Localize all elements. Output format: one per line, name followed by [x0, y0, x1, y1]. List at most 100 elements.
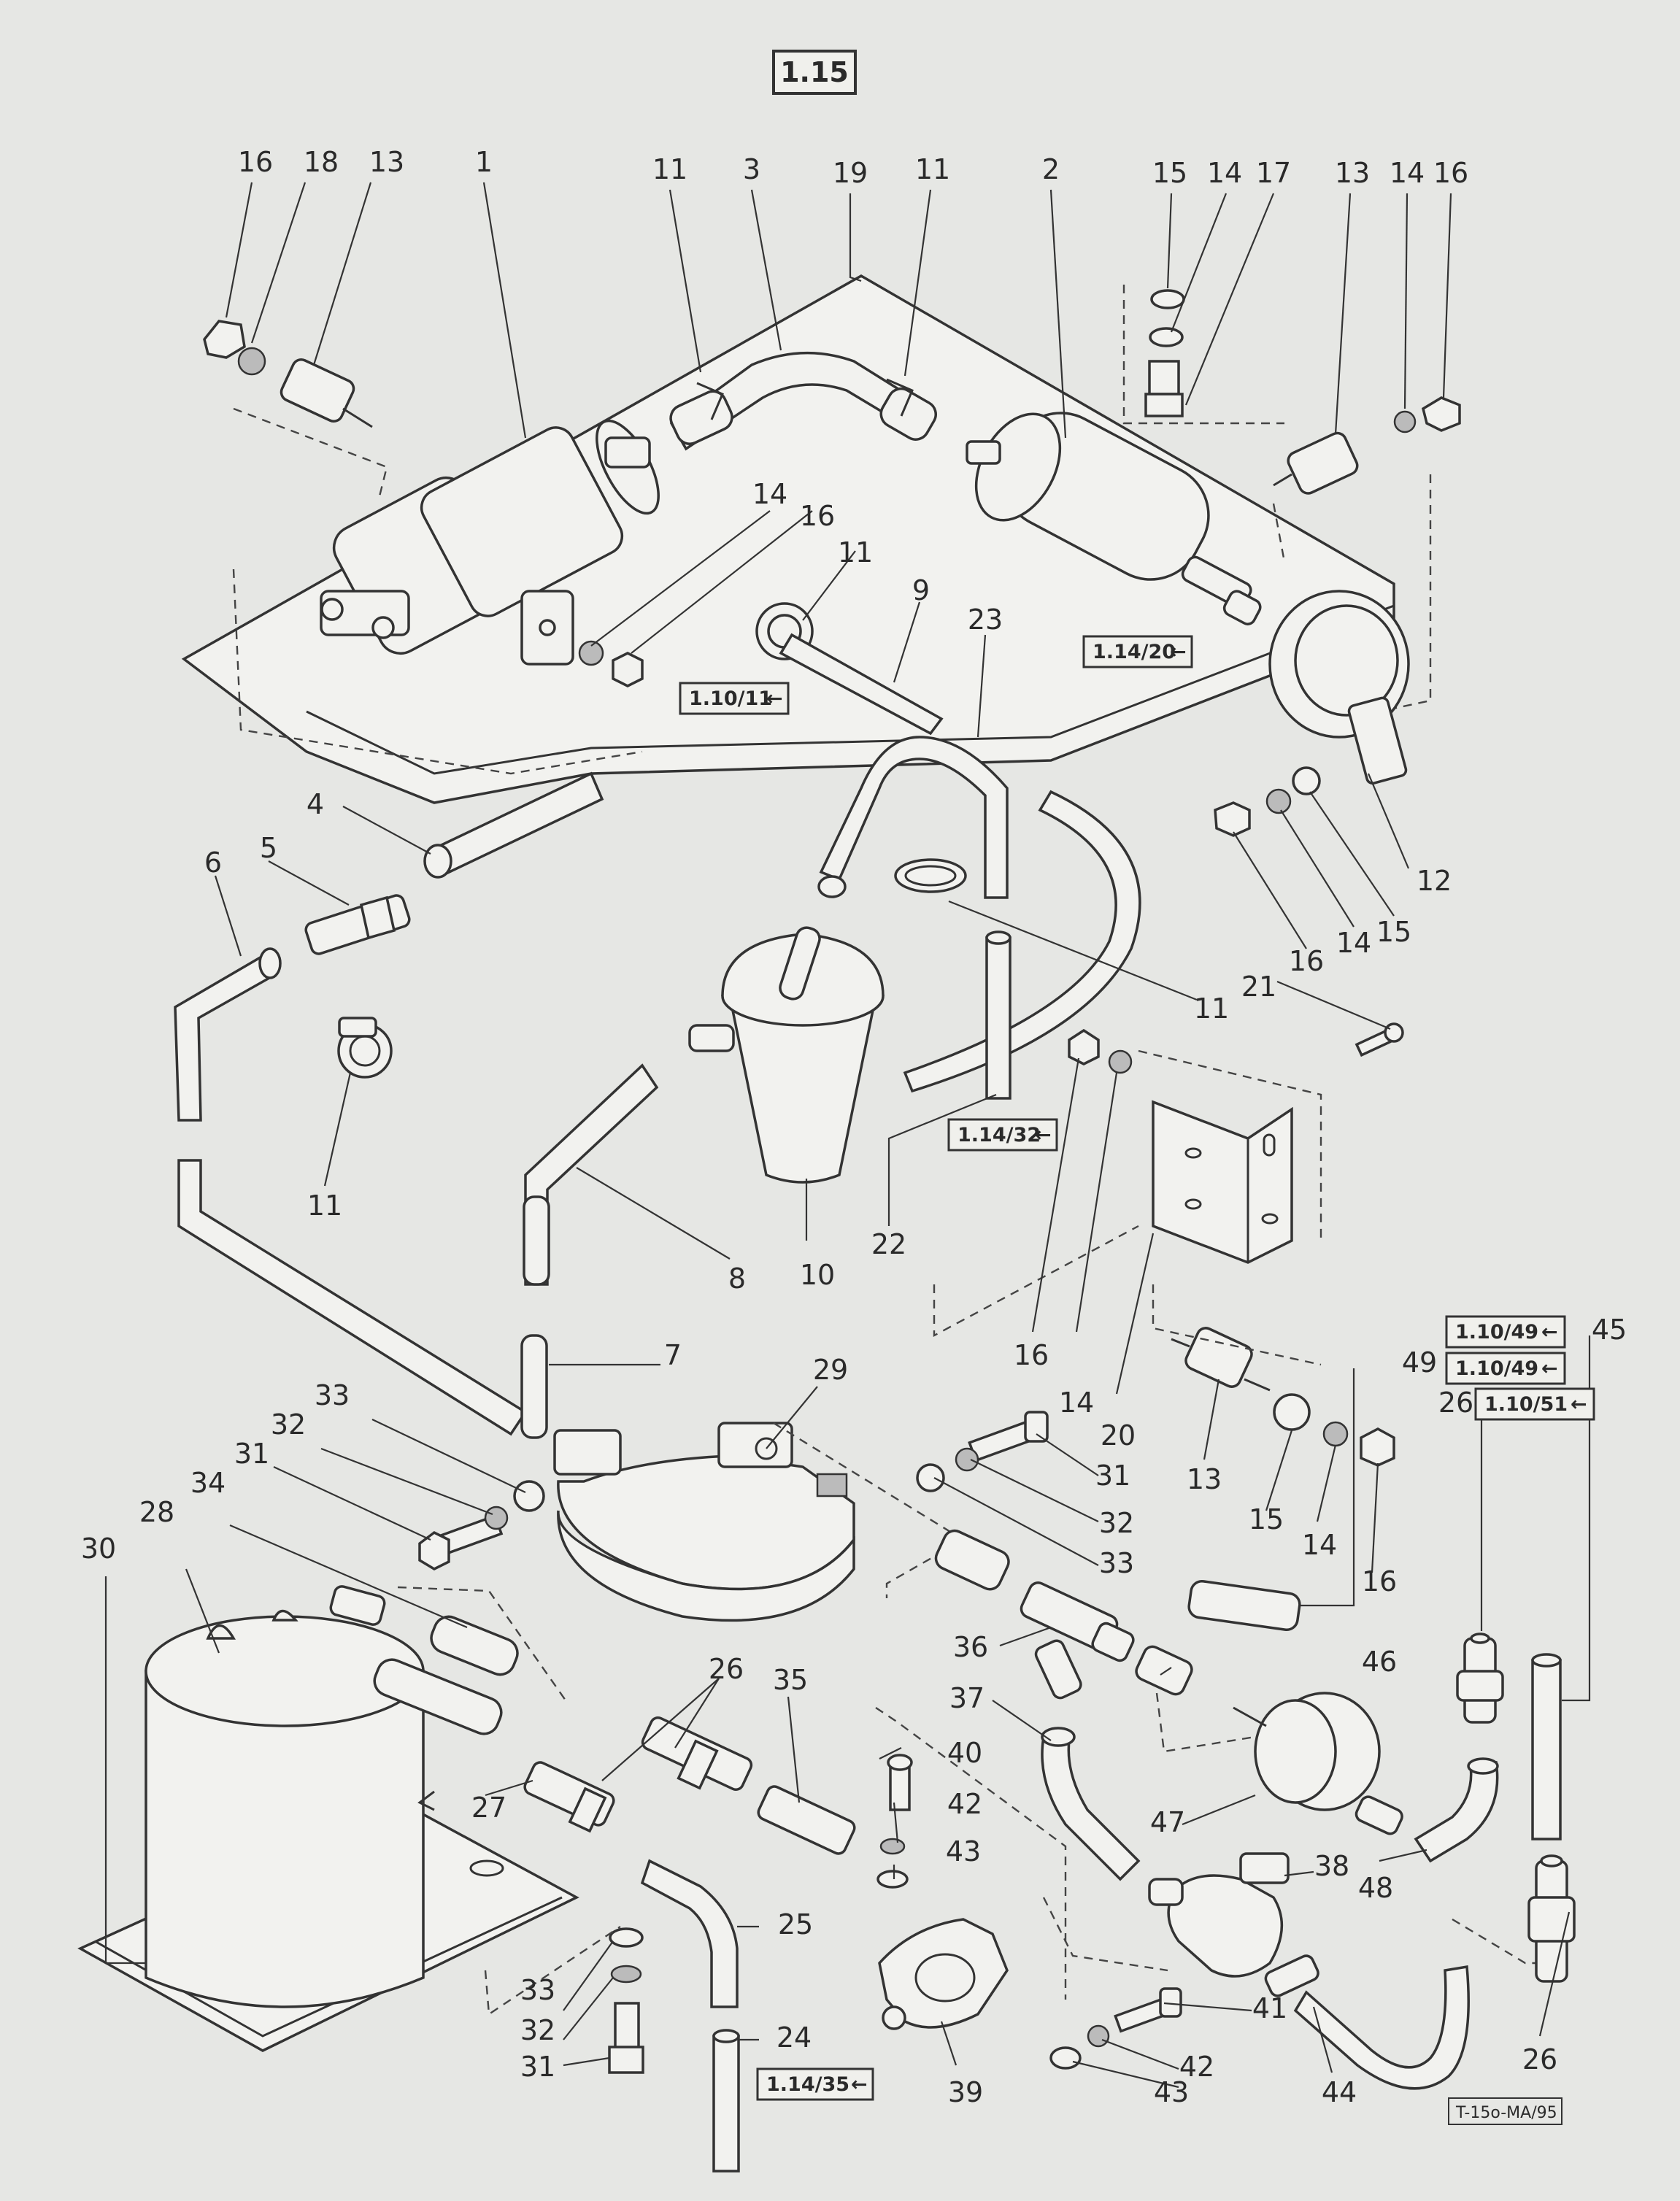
svg-text:←: ← [851, 2073, 868, 2096]
callout-16: 16 [1014, 1339, 1049, 1371]
hose-8 [523, 1063, 659, 1286]
callout-25: 25 [778, 1908, 813, 1940]
valve-47 [1155, 1692, 1403, 1835]
connector-26-center [641, 1716, 753, 1792]
reference-box-1-10-51: 1.10/51 ← [1474, 1387, 1595, 1421]
tee-36 [1020, 1581, 1135, 1700]
connector-27 [523, 1761, 615, 1833]
hose-23 [817, 736, 1009, 899]
callout-16: 16 [238, 146, 273, 178]
callout-11: 11 [915, 153, 950, 185]
hose-37 [1041, 1727, 1141, 1881]
screw-21 [1355, 1022, 1404, 1057]
callout-5: 5 [260, 832, 277, 864]
callout-17: 17 [1256, 157, 1291, 189]
hose-48 [1414, 1757, 1547, 1965]
callout-15: 15 [1376, 916, 1411, 948]
callout-31: 31 [520, 2051, 555, 2083]
callout-15: 15 [1249, 1503, 1284, 1535]
callout-32: 32 [271, 1408, 306, 1441]
callout-21: 21 [1241, 971, 1276, 1003]
callout-14: 14 [1059, 1387, 1094, 1419]
valve-38 [1148, 1852, 1319, 1997]
callout-13: 13 [1335, 157, 1370, 189]
callout-14: 14 [1207, 157, 1242, 189]
svg-text:←: ← [1541, 1321, 1558, 1344]
callout-16: 16 [1289, 945, 1324, 977]
callout-4: 4 [307, 788, 324, 820]
ring-clamp-hardware [1214, 766, 1321, 837]
reference-box-1-14-20: 1.14/20 ← [1082, 635, 1193, 668]
callout-11: 11 [652, 153, 687, 185]
hose-4 [423, 771, 604, 879]
leader-lines [104, 182, 1591, 2089]
reference-box-1-10-11: 1.10/11 ← [679, 682, 790, 715]
reference-box-1-10-49-b: 1.10/49 ← [1445, 1352, 1566, 1385]
callout-49: 49 [1402, 1346, 1437, 1379]
svg-text:←: ← [1571, 1393, 1587, 1416]
reference-box-1-10-49-a: 1.10/49 ← [1445, 1315, 1566, 1349]
callout-30: 30 [81, 1533, 116, 1565]
drawing-id-box: T-15o-MA/95 [1448, 2097, 1563, 2125]
callout-14: 14 [1336, 927, 1371, 959]
bolt-31-left [418, 1480, 545, 1570]
svg-text:1.10/49: 1.10/49 [1455, 1357, 1538, 1380]
callout-27: 27 [471, 1792, 506, 1824]
callout-31: 31 [1095, 1460, 1130, 1492]
hose-6 [174, 947, 282, 1122]
callout-42: 42 [947, 1788, 982, 1820]
callout-35: 35 [773, 1664, 808, 1696]
reference-box-1-14-35: 1.14/35 ← [756, 2067, 874, 2101]
svg-text:1.14/35: 1.14/35 [766, 2073, 849, 2096]
ring-clamp-12 [1268, 590, 1410, 785]
callout-40: 40 [947, 1737, 982, 1769]
callout-15: 15 [1152, 157, 1187, 189]
callout-23: 23 [968, 604, 1003, 636]
svg-text:1.10/49: 1.10/49 [1455, 1321, 1538, 1344]
callout-45: 45 [1592, 1314, 1627, 1346]
hose-7 [177, 1159, 548, 1439]
hose-46-49 [1135, 1579, 1301, 1696]
hose-3 [669, 351, 937, 451]
callout-33: 33 [520, 1974, 555, 2006]
hose-long-right [903, 790, 1141, 1093]
callout-19: 19 [833, 157, 868, 189]
callout-28: 28 [139, 1496, 174, 1528]
svg-text:1.10/11: 1.10/11 [689, 687, 772, 710]
callout-48: 48 [1358, 1872, 1393, 1904]
svg-text:1.14/20: 1.14/20 [1093, 641, 1176, 663]
callout-42: 42 [1179, 2051, 1214, 2083]
callout-43: 43 [1154, 2076, 1189, 2108]
callout-2: 2 [1042, 153, 1060, 185]
reference-box-1-14-32: 1.14/32 ← [947, 1118, 1058, 1152]
clamp-11-center [894, 858, 967, 893]
callout-33: 33 [315, 1379, 350, 1411]
bracket-20 [933, 1049, 1322, 1338]
callout-10: 10 [800, 1259, 835, 1291]
fuel-container-10 [688, 926, 885, 1184]
callout-38: 38 [1314, 1850, 1349, 1882]
svg-text:←: ← [1035, 1124, 1052, 1146]
hose-24 [712, 2029, 740, 2173]
callout-32: 32 [1099, 1507, 1134, 1539]
callout-34: 34 [190, 1467, 226, 1499]
page-number: 1.15 [780, 56, 849, 88]
callout-39: 39 [948, 2076, 983, 2108]
callout-12: 12 [1417, 865, 1452, 897]
hose-44 [1293, 1965, 1470, 2090]
hose-25 [640, 1859, 739, 2008]
right-top-hardware [1122, 285, 1461, 713]
callout-36: 36 [953, 1631, 988, 1663]
callout-37: 37 [949, 1682, 985, 1714]
clamp-39-assembly [875, 1707, 1067, 2030]
hose-9-with-clamp [755, 602, 944, 736]
svg-text:1.10/51: 1.10/51 [1484, 1393, 1568, 1416]
callout-31: 31 [234, 1438, 269, 1470]
nut-washer-16-14-bracket [1068, 1028, 1133, 1074]
callout-16: 16 [1433, 157, 1468, 189]
callout-26: 26 [1438, 1387, 1473, 1419]
washer-nut-14-16-top [578, 640, 644, 687]
callout-33: 33 [1099, 1547, 1134, 1579]
hose-22 [985, 930, 1012, 1100]
